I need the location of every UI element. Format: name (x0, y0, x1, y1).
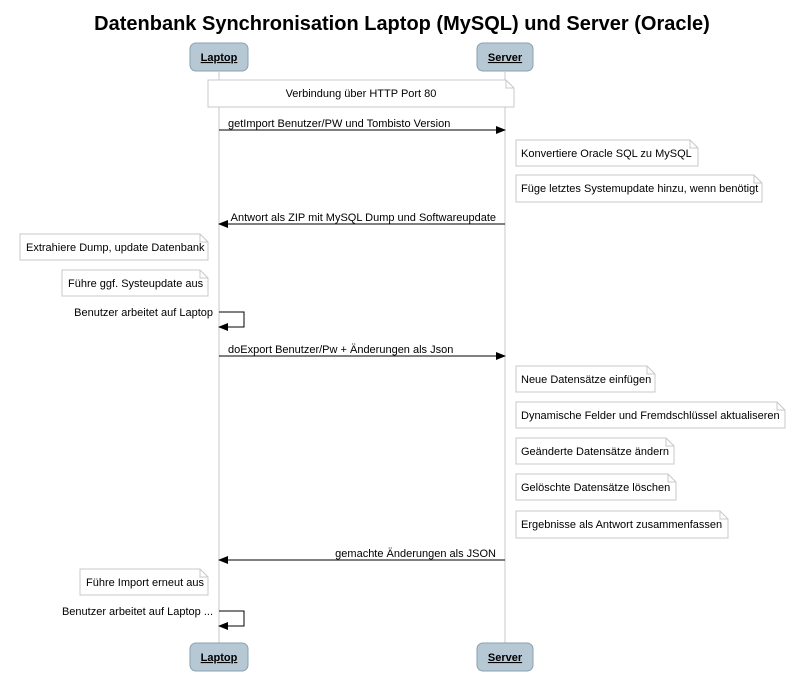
note-run-update: Führe ggf. Systeupdate aus (61, 269, 209, 297)
note-extract-dump: Extrahiere Dump, update Datenbank (19, 233, 209, 261)
note-summarize-text: Ergebnisse als Antwort zusammenfassen (521, 519, 722, 531)
note-extract-dump-text: Extrahiere Dump, update Datenbank (26, 242, 205, 254)
diagram-title: Datenbank Synchronisation Laptop (MySQL)… (94, 13, 710, 35)
message-do-export: doExport Benutzer/Pw + Änderungen als Js… (219, 344, 506, 360)
note-update-fields: Dynamische Felder und Fremdschlüssel akt… (515, 401, 786, 429)
note-http-connection-text: Verbindung über HTTP Port 80 (286, 88, 437, 100)
participant-server-label: Server (488, 652, 523, 664)
note-convert-sql: Konvertiere Oracle SQL zu MySQL (515, 139, 699, 167)
note-add-update: Füge letztes Systemupdate hinzu, wenn be… (515, 174, 763, 203)
note-delete-records-text: Gelöschte Datensätze löschen (521, 482, 670, 494)
note-delete-records: Gelöschte Datensätze löschen (515, 473, 677, 501)
note-insert-records: Neue Datensätze einfügen (515, 365, 656, 393)
message-answer-zip-label: Antwort als ZIP mit MySQL Dump und Softw… (231, 212, 496, 224)
self-message-user-works-again-label: Benutzer arbeitet auf Laptop ... (62, 606, 213, 618)
participant-laptop-label: Laptop (201, 652, 238, 664)
note-http-connection: Verbindung über HTTP Port 80 (207, 79, 515, 108)
participant-laptop-top[interactable]: Laptop (189, 42, 249, 72)
note-insert-records-text: Neue Datensätze einfügen (521, 374, 651, 386)
message-answer-zip: Antwort als ZIP mit MySQL Dump und Softw… (218, 212, 505, 228)
message-changes-json-label: gemachte Änderungen als JSON (335, 548, 496, 560)
note-add-update-text: Füge letztes Systemupdate hinzu, wenn be… (521, 183, 758, 195)
note-convert-sql-text: Konvertiere Oracle SQL zu MySQL (521, 148, 692, 160)
note-run-import-text: Führe Import erneut aus (86, 577, 205, 589)
participant-server-top[interactable]: Server (476, 42, 534, 72)
note-summarize: Ergebnisse als Antwort zusammenfassen (515, 510, 729, 539)
participant-server-bottom[interactable]: Server (476, 642, 534, 672)
message-get-import: getImport Benutzer/PW und Tombisto Versi… (219, 118, 506, 134)
message-get-import-label: getImport Benutzer/PW und Tombisto Versi… (228, 118, 450, 130)
participant-server-label: Server (488, 52, 523, 64)
participant-laptop-bottom[interactable]: Laptop (189, 642, 249, 672)
self-message-user-works-label: Benutzer arbeitet auf Laptop (74, 307, 213, 319)
self-message-user-works: Benutzer arbeitet auf Laptop (74, 307, 245, 331)
note-change-records-text: Geänderte Datensätze ändern (521, 446, 669, 458)
note-update-fields-text: Dynamische Felder und Fremdschlüssel akt… (521, 410, 780, 422)
note-change-records: Geänderte Datensätze ändern (515, 437, 675, 465)
note-run-update-text: Führe ggf. Systeupdate aus (68, 278, 204, 290)
message-do-export-label: doExport Benutzer/Pw + Änderungen als Js… (228, 344, 453, 356)
note-run-import: Führe Import erneut aus (79, 568, 209, 596)
self-message-user-works-again: Benutzer arbeitet auf Laptop ... (62, 606, 245, 630)
message-changes-json: gemachte Änderungen als JSON (218, 548, 505, 564)
participant-laptop-label: Laptop (201, 52, 238, 64)
